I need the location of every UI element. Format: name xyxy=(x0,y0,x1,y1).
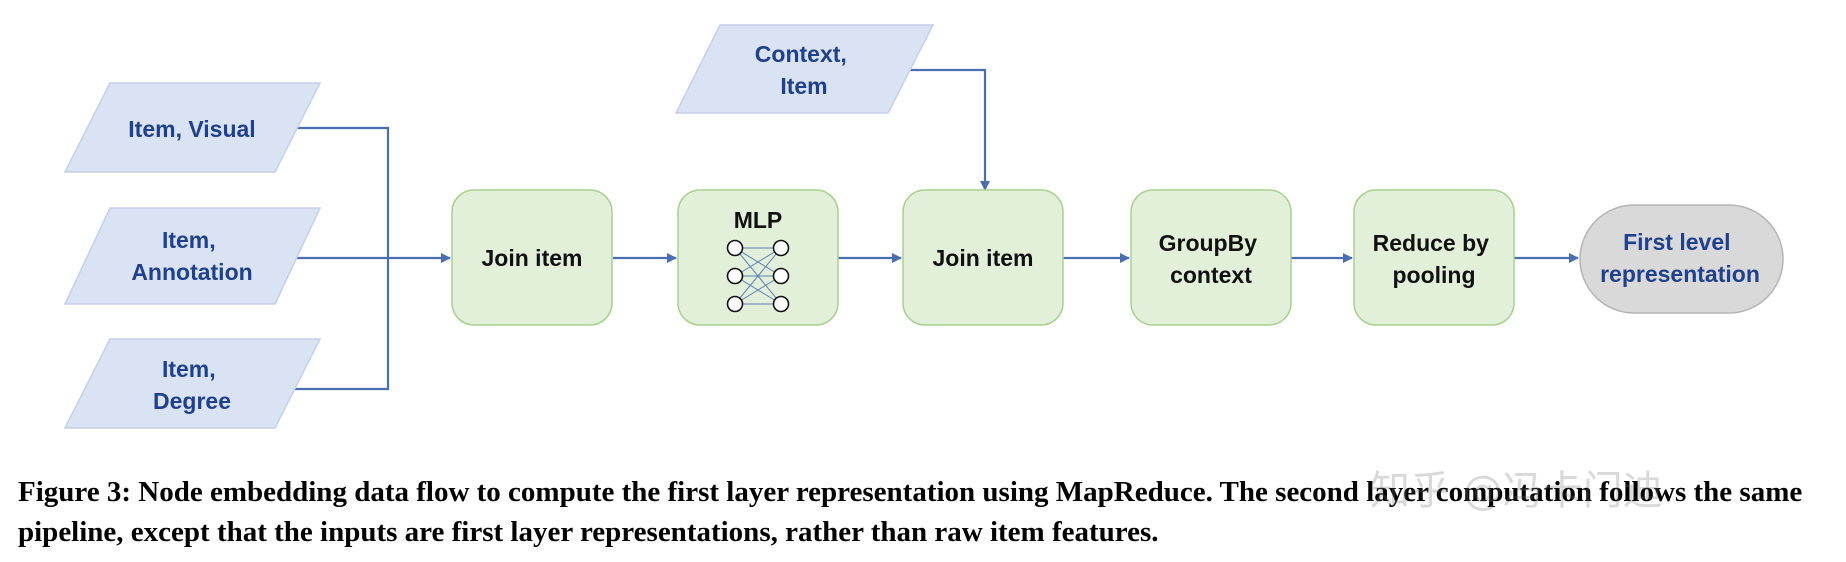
svg-text:Join item: Join item xyxy=(933,245,1034,271)
svg-text:GroupBy context: GroupBy context xyxy=(1159,230,1264,288)
input-item-annotation: Item, Annotation xyxy=(63,207,322,305)
input-item-visual: Item, Visual xyxy=(63,82,322,173)
svg-text:Item, Degree: Item, Degree xyxy=(153,356,231,414)
neuron-nodes xyxy=(726,239,790,313)
connector-degree xyxy=(295,258,390,391)
output-line1: First level xyxy=(1623,229,1730,255)
step-mlp: MLP xyxy=(677,189,839,326)
input-context-item-line1: Context, xyxy=(755,41,847,67)
input-item-degree-line1: Item, xyxy=(162,356,216,382)
figure-caption: Figure 3: Node embedding data flow to co… xyxy=(18,476,1803,548)
step-mlp-label: MLP xyxy=(734,207,783,233)
step-reduce-line2: pooling xyxy=(1392,262,1475,288)
svg-text:Context, Item: Context, Item xyxy=(755,41,853,99)
input-context-item: Context, Item xyxy=(674,24,935,114)
step-reduce-line1: Reduce by xyxy=(1373,230,1490,256)
flow-diagram: Item, Visual Item, Annotation Item, Degr… xyxy=(63,24,1784,429)
input-context-item-line2: Item xyxy=(780,73,827,99)
step-groupby-line1: GroupBy xyxy=(1159,230,1258,256)
svg-text:Join item: Join item xyxy=(482,245,583,271)
step-join-item-2-label: Join item xyxy=(933,245,1034,271)
svg-text:Reduce by pooling: Reduce by pooling xyxy=(1373,230,1496,288)
step-join-item-2: Join item xyxy=(902,189,1064,326)
input-item-annotation-line2: Annotation xyxy=(131,259,252,285)
connector-context xyxy=(905,68,990,191)
input-item-visual-line1: Item, Visual xyxy=(128,116,255,142)
connector-visual xyxy=(295,126,390,258)
svg-text:Item, Visual: Item, Visual xyxy=(128,116,255,142)
output-first-level-representation: First level representation xyxy=(1579,204,1784,314)
output-line2: representation xyxy=(1600,261,1760,287)
step-join-item-1: Join item xyxy=(451,189,613,326)
input-item-degree: Item, Degree xyxy=(63,338,322,429)
step-reduce-by-pooling: Reduce by pooling xyxy=(1353,189,1515,326)
svg-text:MLP: MLP xyxy=(734,207,783,233)
step-groupby-context: GroupBy context xyxy=(1130,189,1292,326)
step-join-item-1-label: Join item xyxy=(482,245,583,271)
connectors xyxy=(295,68,1579,391)
svg-text:First level representati: First level representation xyxy=(1600,229,1760,287)
svg-text:Item, Annotation: Item, Annotation xyxy=(131,227,252,285)
step-groupby-line2: context xyxy=(1170,262,1252,288)
input-item-annotation-line1: Item, xyxy=(162,227,216,253)
input-item-degree-line2: Degree xyxy=(153,388,231,414)
